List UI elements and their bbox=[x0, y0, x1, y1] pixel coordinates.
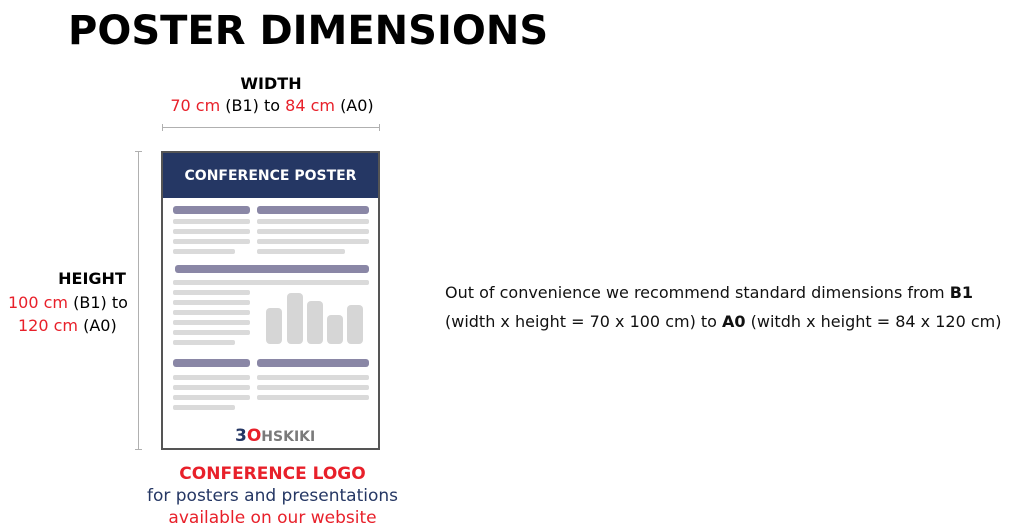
height-dimension-line bbox=[138, 151, 139, 450]
poster-header: CONFERENCE POSTER bbox=[163, 153, 378, 198]
poster-heading-bar bbox=[257, 206, 369, 214]
poster-text-line bbox=[173, 300, 250, 305]
poster-text-line bbox=[257, 239, 369, 244]
poster-chart-bar bbox=[307, 301, 323, 344]
page-title: POSTER DIMENSIONS bbox=[68, 8, 549, 54]
poster-heading-bar bbox=[257, 359, 369, 367]
text: Out of convenience we recommend standard… bbox=[445, 283, 950, 302]
width-tick-right bbox=[379, 124, 380, 131]
poster-text-line bbox=[173, 290, 250, 295]
height-max: 120 cm bbox=[18, 316, 79, 335]
poster-text-line bbox=[173, 229, 250, 234]
poster-text-line bbox=[257, 229, 369, 234]
width-dimension-line bbox=[162, 127, 380, 128]
poster-text-line bbox=[173, 320, 250, 325]
width-min-format: (B1) bbox=[225, 96, 259, 115]
height-label: HEIGHT bbox=[58, 269, 126, 288]
caption-conference-logo: CONFERENCE LOGO bbox=[179, 464, 366, 484]
height-min-format: (B1) bbox=[73, 293, 107, 312]
a0-bold: A0 bbox=[722, 312, 746, 331]
caption-website: available on our website bbox=[168, 508, 377, 528]
width-to: to bbox=[263, 96, 281, 115]
height-min: 100 cm bbox=[8, 293, 69, 312]
height-to: to bbox=[111, 293, 128, 312]
poster-text-line bbox=[257, 385, 369, 390]
poster-illustration: CONFERENCE POSTER 3OHSKIKI bbox=[161, 151, 380, 450]
height-tick-bottom bbox=[135, 449, 142, 450]
poster-text-line bbox=[173, 310, 250, 315]
conference-logo: 3OHSKIKI bbox=[235, 426, 316, 446]
poster-heading-bar bbox=[173, 206, 250, 214]
poster-heading-bar bbox=[175, 265, 369, 273]
poster-text-line bbox=[173, 340, 235, 345]
caption-posters-presentations: for posters and presentations bbox=[146, 486, 399, 506]
poster-chart-bar bbox=[327, 315, 343, 344]
height-range-max: 120 cm (A0) bbox=[18, 316, 117, 335]
poster-chart-bar bbox=[347, 305, 363, 344]
poster-text-line bbox=[173, 249, 235, 254]
poster-heading-bar bbox=[173, 359, 250, 367]
b1-bold: B1 bbox=[949, 283, 974, 302]
recommendation-text: Out of convenience we recommend standard… bbox=[445, 278, 1001, 336]
poster-text-line bbox=[173, 330, 250, 335]
width-min: 70 cm bbox=[170, 96, 221, 115]
width-max: 84 cm bbox=[285, 96, 335, 115]
recommendation-line-2: (width x height = 70 x 100 cm) to A0 (wi… bbox=[445, 307, 1001, 336]
poster-text-line bbox=[257, 395, 369, 400]
poster-text-line bbox=[173, 239, 250, 244]
poster-text-line bbox=[173, 375, 250, 380]
width-range: 70 cm (B1) to 84 cm (A0) bbox=[150, 96, 394, 115]
poster-text-line bbox=[173, 219, 250, 224]
height-tick-top bbox=[135, 151, 142, 152]
poster-chart-bar bbox=[287, 293, 303, 344]
width-label: WIDTH bbox=[240, 74, 302, 93]
text: (width x height = 70 x 100 cm) to bbox=[445, 312, 723, 331]
text: (witdh x height = 84 x 120 cm) bbox=[745, 312, 1002, 331]
height-max-format: (A0) bbox=[83, 316, 117, 335]
height-range-min: 100 cm (B1) to bbox=[8, 293, 128, 312]
poster-chart-bar bbox=[266, 308, 282, 344]
poster-text-line bbox=[173, 280, 369, 285]
poster-text-line bbox=[173, 385, 250, 390]
poster-text-line bbox=[257, 219, 369, 224]
poster-text-line bbox=[257, 249, 345, 254]
poster-text-line bbox=[173, 395, 250, 400]
poster-text-line bbox=[257, 375, 369, 380]
width-tick-left bbox=[162, 124, 163, 131]
poster-text-line bbox=[173, 405, 235, 410]
width-max-format: (A0) bbox=[340, 96, 374, 115]
recommendation-line-1: Out of convenience we recommend standard… bbox=[445, 278, 1001, 307]
